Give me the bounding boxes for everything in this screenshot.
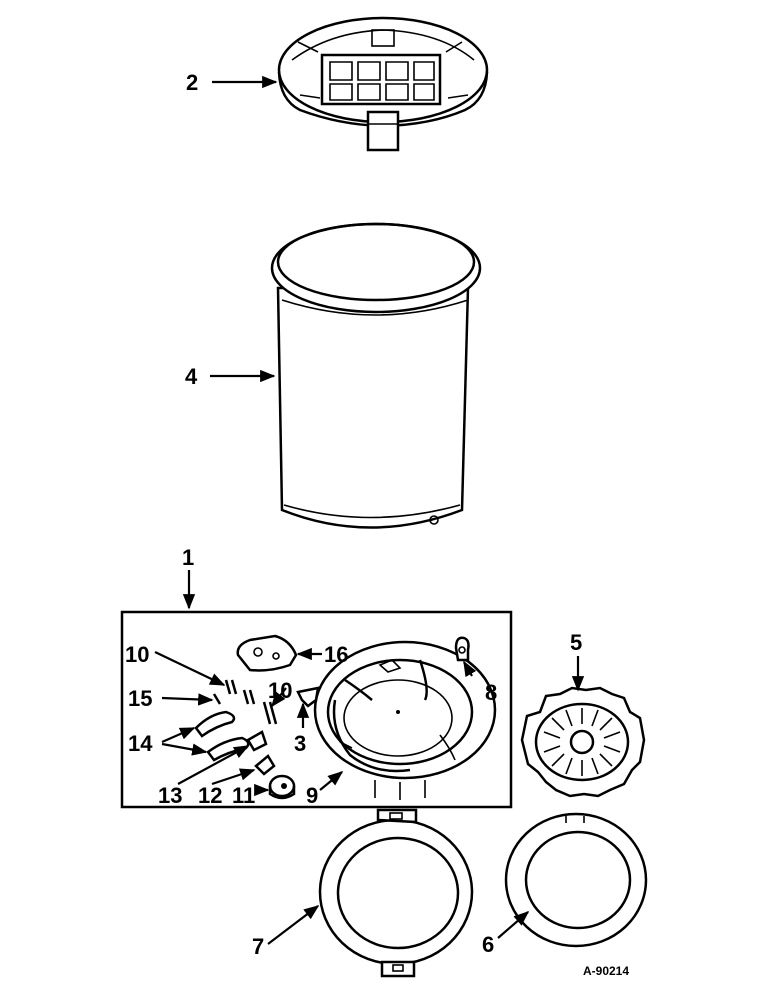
container-part xyxy=(270,222,482,529)
latches-part xyxy=(194,710,250,762)
callout-11: 11 xyxy=(232,783,255,808)
knob-part xyxy=(268,774,296,800)
callout-1: 1 xyxy=(182,545,194,570)
callout-14: 14 xyxy=(128,731,153,756)
leader-lines xyxy=(154,75,585,945)
fitting-part xyxy=(454,636,470,662)
bracket-part xyxy=(296,686,320,708)
callout-13: 13 xyxy=(158,783,182,808)
gear-disc-part xyxy=(520,686,646,798)
cover-plate-part xyxy=(236,634,298,672)
pawl-part xyxy=(246,730,276,776)
callout-2: 2 xyxy=(186,70,198,95)
base-ring-part xyxy=(313,640,497,800)
callout-8: 8 xyxy=(485,680,497,705)
callout-7: 7 xyxy=(252,934,264,959)
callout-6: 6 xyxy=(482,932,494,957)
component-set-box xyxy=(120,610,513,809)
callout-16: 16 xyxy=(324,642,348,667)
callout-3: 3 xyxy=(294,731,306,756)
plain-ring-part xyxy=(504,812,648,948)
callout-10a: 10 xyxy=(125,642,149,667)
springs-pins-part xyxy=(212,679,278,725)
callout-9: 9 xyxy=(306,783,318,808)
lid-part xyxy=(277,16,489,152)
callout-10b: 10 xyxy=(268,678,292,703)
reference-number: A-90214 xyxy=(583,964,629,978)
callout-4: 4 xyxy=(185,364,198,389)
callout-5: 5 xyxy=(570,630,582,655)
tabbed-ring-part xyxy=(318,808,474,978)
callout-15: 15 xyxy=(128,686,152,711)
callout-12: 12 xyxy=(198,783,222,808)
